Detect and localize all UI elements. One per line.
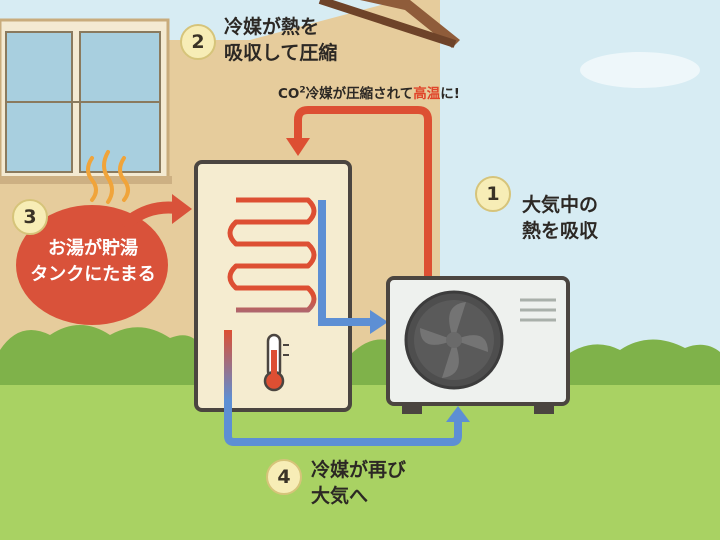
bushes-right xyxy=(560,339,720,398)
fan-icon xyxy=(404,290,504,390)
hot-water-bubble xyxy=(16,205,168,325)
step-1-badge: 1 xyxy=(475,176,511,212)
step-2-badge: 2 xyxy=(180,24,216,60)
step-1-label: 大気中の 熱を吸収 xyxy=(522,194,599,243)
pipe-exit-arrow xyxy=(370,310,388,334)
bushes-left xyxy=(0,325,200,390)
step-3-badge: 3 xyxy=(12,199,48,235)
pipe-hot-top xyxy=(294,106,432,278)
pipe-coil-exit xyxy=(318,200,372,326)
thermometer-icon xyxy=(263,333,289,392)
compression-note: CO2冷媒が圧縮されて高温に! xyxy=(278,85,460,103)
step-3-label: お湯が貯湯 タンクにたまる xyxy=(30,238,156,286)
step-4-label: 冷媒が再び 大気へ xyxy=(311,459,407,508)
cloud xyxy=(580,52,700,88)
step-4-badge: 4 xyxy=(266,459,302,495)
bubble-arrow-shaft xyxy=(122,201,182,228)
pipe-hot-arrow xyxy=(286,138,310,156)
tank-coil xyxy=(227,197,317,313)
step-2-label: 冷媒が熱を 吸収して圧縮 xyxy=(224,16,338,65)
lawn-front xyxy=(0,385,720,540)
steam-icon xyxy=(86,150,130,204)
pipe-return-arrow xyxy=(446,406,470,422)
house-roof xyxy=(300,0,460,48)
window-sill xyxy=(0,176,172,184)
roof-edge xyxy=(318,0,457,48)
pipe-return xyxy=(224,330,462,446)
bubble-arrow-head xyxy=(172,194,192,224)
